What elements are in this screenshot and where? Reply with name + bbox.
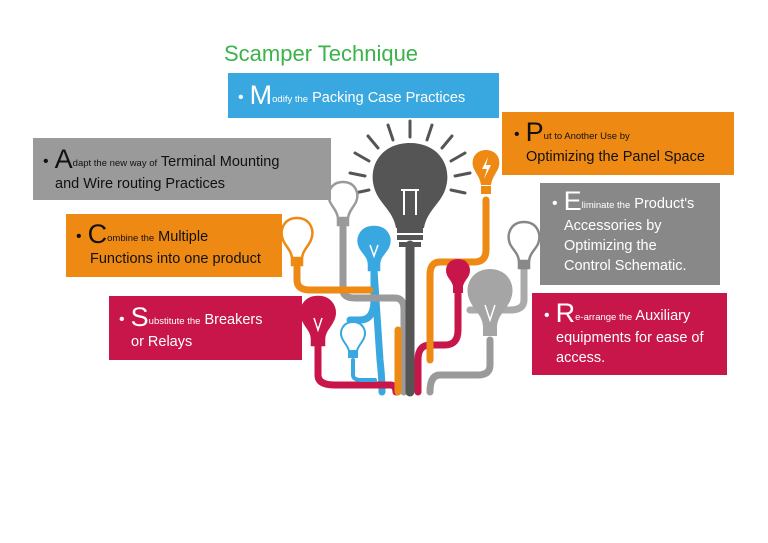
- modify-box: • Modify the Packing Case Practices: [228, 73, 499, 118]
- bullet: •: [43, 153, 49, 170]
- eliminate-small-text: liminate the: [581, 200, 631, 211]
- lightbulb-icon: [372, 143, 448, 247]
- lightbulb-icon-gray-large: [467, 268, 513, 336]
- modify-small-text: odify the: [272, 94, 309, 105]
- adapt-small-text: dapt the new way of: [72, 158, 158, 169]
- lightbulb-icon-crimson-right: [446, 258, 470, 293]
- bullet: •: [119, 311, 125, 328]
- eliminate-text-line1: Product's: [630, 196, 695, 212]
- rearrange-letter: R: [555, 298, 576, 328]
- combine-small-text: ombine the: [107, 233, 155, 244]
- rearrange-text-line2: equipments for ease of: [556, 330, 704, 346]
- rearrange-box: • Re-arrange the Auxiliary equipments fo…: [532, 293, 727, 375]
- adapt-text-line1: Terminal Mounting: [157, 154, 280, 170]
- put-small-text: ut to Another Use by: [543, 131, 630, 142]
- modify-text: Packing Case Practices: [308, 90, 466, 106]
- lightbulb-outline-icon-gray-left: [327, 180, 359, 227]
- eliminate-text-line3: Optimizing the: [564, 238, 657, 254]
- adapt-letter: A: [54, 144, 73, 174]
- wire-orange: [293, 261, 374, 294]
- adapt-box: • Adapt the new way of Terminal Mounting…: [33, 138, 331, 200]
- rearrange-text-line1: Auxiliary: [632, 308, 691, 324]
- bullet: •: [76, 228, 82, 245]
- substitute-box: • Substitute the Breakers or Relays: [109, 296, 302, 360]
- substitute-small-text: ubstitute the: [148, 316, 201, 327]
- bullet: •: [544, 307, 550, 324]
- bulb-rays: [348, 119, 472, 195]
- lightning-bulb-icon: [472, 150, 500, 194]
- put-letter: P: [525, 117, 544, 147]
- bullet: •: [514, 126, 520, 143]
- put-text: Optimizing the Panel Space: [526, 149, 705, 165]
- wire-crimson: [414, 284, 462, 396]
- lightbulb-outline-icon-gray-right: [507, 220, 541, 270]
- eliminate-letter: E: [563, 186, 582, 216]
- rearrange-small-text: e-arrange the: [575, 312, 633, 323]
- wire-gray: [426, 336, 494, 396]
- substitute-letter: S: [130, 302, 149, 332]
- combine-text-line2: Functions into one product: [90, 251, 261, 267]
- combine-box: • Combine the Multiple Functions into on…: [66, 214, 282, 277]
- combine-letter: C: [87, 219, 108, 249]
- bullet: •: [238, 89, 244, 106]
- lightbulb-icon-blue: [357, 225, 391, 272]
- eliminate-text-line2: Accessories by: [564, 218, 662, 234]
- lightbulb-outline-icon-orange-left: [280, 216, 314, 267]
- page-title: Scamper Technique: [224, 41, 419, 66]
- bullet: •: [552, 195, 558, 212]
- modify-letter: M: [249, 80, 273, 110]
- adapt-text-line2: and Wire routing Practices: [55, 176, 226, 192]
- substitute-text-line1: Breakers: [200, 312, 263, 328]
- eliminate-box: • Eliminate the Product's Accessories by…: [540, 183, 720, 285]
- put-box: • Put to Another Use by Optimizing the P…: [502, 112, 734, 175]
- rearrange-text-line3: access.: [556, 350, 606, 366]
- lightbulb-icon-crimson-left: [300, 295, 336, 347]
- lightbulb-outline-icon-blue-small: [340, 320, 366, 358]
- substitute-text-line2: or Relays: [131, 334, 193, 350]
- eliminate-text-line4: Control Schematic.: [564, 258, 687, 274]
- combine-text-line1: Multiple: [154, 229, 209, 245]
